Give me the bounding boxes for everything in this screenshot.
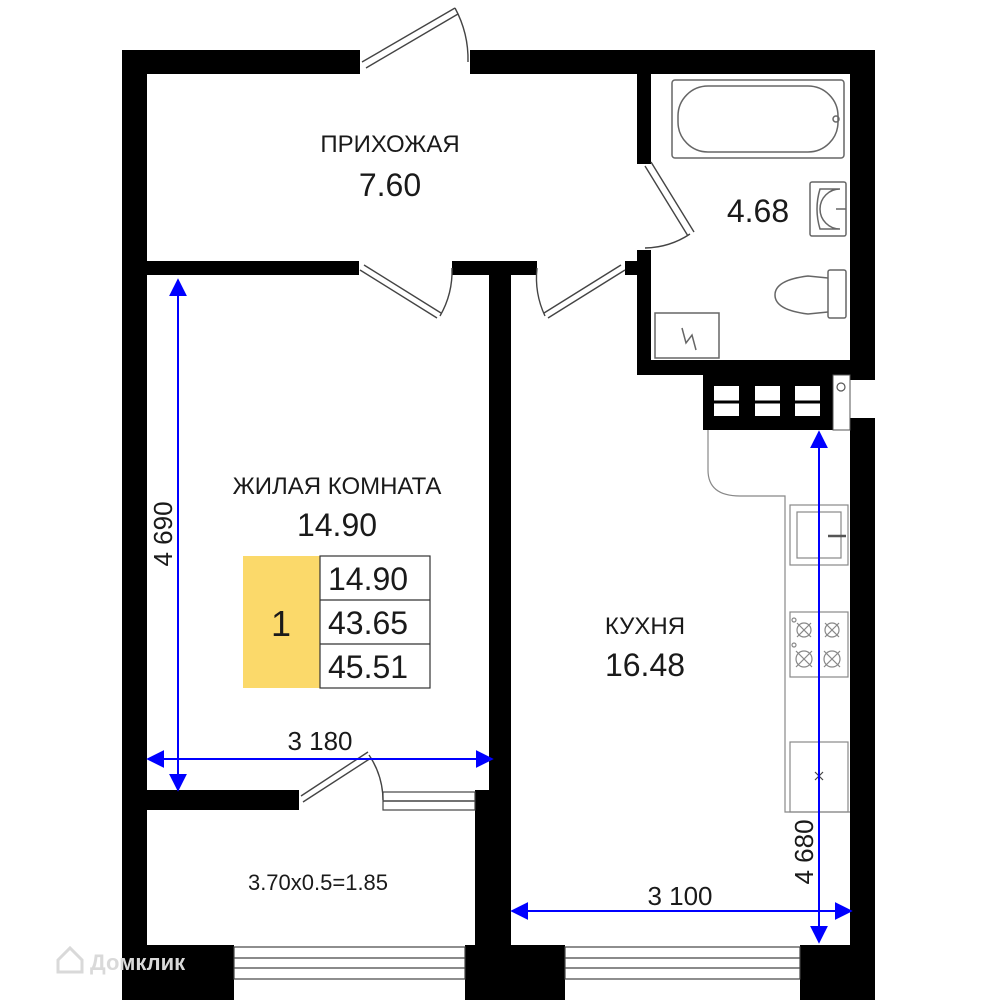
wall-bath-left-top — [637, 74, 651, 164]
dim-kitchen-width: 3 100 — [647, 881, 712, 911]
bathroom-area: 4.68 — [727, 193, 789, 229]
wall-outer-left — [122, 50, 147, 950]
washbasin — [809, 181, 847, 237]
electric-panel — [654, 312, 720, 359]
wall-bottom-right — [800, 945, 875, 1000]
wall-bath-left-bottom — [637, 250, 651, 375]
walls — [122, 50, 875, 1000]
hallway-area: 7.60 — [359, 167, 421, 203]
summary-total-with-balcony: 45.51 — [328, 649, 408, 685]
living-room-name: ЖИЛАЯ КОМНАТА — [233, 473, 442, 500]
toilet — [774, 269, 847, 319]
wall-hall-bottom-left — [147, 261, 359, 275]
wall-bath-jamb — [625, 261, 651, 275]
entrance-door — [361, 7, 469, 69]
wall-outer-top-left — [122, 50, 360, 74]
wall-balcony-right — [475, 790, 511, 950]
wall-bath-bottom — [637, 360, 850, 375]
ventilation-shaft — [703, 374, 851, 431]
summary-total-area: 43.65 — [328, 605, 408, 641]
window-balcony — [233, 946, 466, 980]
dim-living-height: 4 690 — [148, 501, 178, 566]
kitchen-fixtures — [707, 430, 850, 813]
rooms-count-box — [243, 556, 320, 688]
bathroom-fixtures — [654, 79, 847, 359]
summary-badge: 1 14.90 43.65 45.51 — [243, 555, 431, 689]
living-room-door — [359, 264, 453, 319]
wall-outer-top-right — [470, 50, 875, 74]
hallway-name: ПРИХОЖАЯ — [320, 131, 459, 158]
wall-living-kitchen — [489, 275, 511, 950]
wall-living-balcony — [147, 790, 299, 810]
living-room-area: 14.90 — [297, 507, 377, 543]
rooms-count: 1 — [271, 603, 291, 644]
bathroom-door — [644, 161, 695, 249]
kitchen-counter — [707, 430, 850, 813]
wall-hall-bottom-mid — [452, 261, 537, 275]
kitchen-door — [535, 264, 626, 319]
dim-kitchen-height: 4 680 — [789, 819, 819, 884]
balcony-formula: 3.70x0.5=1.85 — [248, 870, 388, 895]
home-icon — [56, 945, 84, 974]
wall-bottom-mid — [465, 945, 565, 1000]
watermark: Домклик — [56, 945, 186, 975]
wall-outer-right-lower — [850, 418, 875, 950]
windows — [233, 946, 801, 980]
summary-living-area: 14.90 — [328, 561, 408, 597]
bathtub — [671, 79, 845, 159]
kitchen-name: КУХНЯ — [605, 613, 685, 640]
watermark-text: Домклик — [90, 950, 186, 975]
dimension-lines — [146, 278, 853, 944]
wall-bottom-left — [122, 945, 234, 1000]
wall-outer-right — [850, 50, 875, 380]
dim-living-width: 3 180 — [287, 726, 352, 756]
window-kitchen — [564, 946, 801, 980]
balcony-door — [300, 751, 476, 811]
kitchen-area: 16.48 — [605, 647, 685, 683]
